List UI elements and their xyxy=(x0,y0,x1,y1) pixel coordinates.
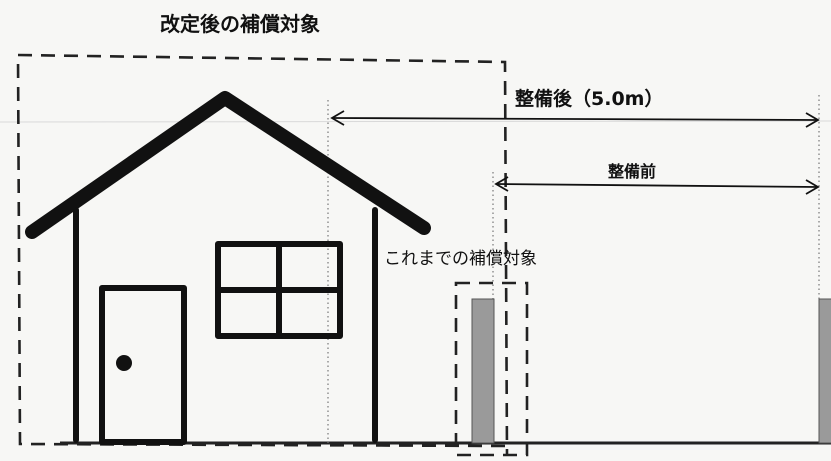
after-improvement-label: 整備後（5.0m） xyxy=(515,88,664,110)
door-knob xyxy=(116,355,132,371)
house-door xyxy=(99,285,187,445)
previous-target-label: これまでの補償対象 xyxy=(384,249,537,269)
scan-line xyxy=(0,120,831,123)
house xyxy=(25,91,431,445)
previous-target-box xyxy=(454,281,529,457)
revised-target-box xyxy=(16,53,509,456)
before-width-arrow xyxy=(494,176,820,195)
after-width-arrow xyxy=(330,110,820,128)
house-roof xyxy=(25,91,431,239)
revised-target-label: 改定後の補償対象 xyxy=(160,12,320,36)
left-post xyxy=(471,298,495,444)
before-improvement-label: 整備前 xyxy=(608,162,657,181)
house-window xyxy=(215,241,343,339)
right-post xyxy=(818,298,831,444)
